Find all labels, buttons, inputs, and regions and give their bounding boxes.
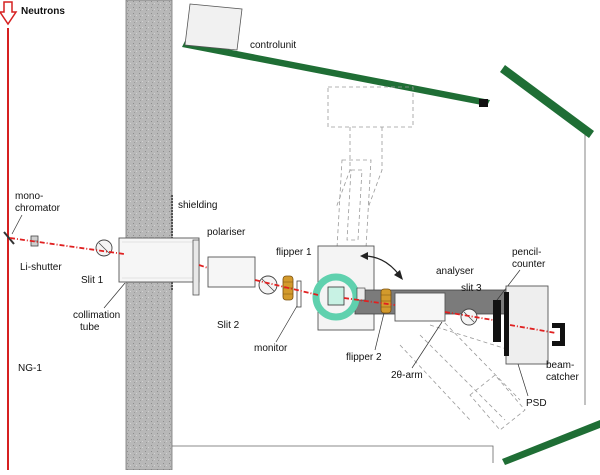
polariser [207,256,256,288]
control-unit [184,3,243,51]
psd-leader [517,363,529,397]
neutrons-label: Neutrons [21,6,65,17]
shielding-wall [125,0,173,471]
collimation-leader [103,282,126,309]
monochromator-label-1: mono- [15,191,43,202]
collimation-tube [118,237,200,283]
monitor-leader [275,305,298,343]
monochromator [3,231,15,245]
psd-label: PSD [526,398,547,409]
pencil-counter-leader [496,269,521,301]
room-outline [172,445,494,463]
two-theta-leader [411,321,443,369]
ng1-label: NG-1 [18,363,42,374]
beam-catcher [552,323,565,346]
collimation-label-2: tube [80,322,100,333]
analyser-label: analyser [436,266,474,277]
flipper1-label: flipper 1 [276,247,312,258]
pencil-counter-label-2: counter [512,259,546,270]
li-shutter-label: Li-shutter [20,262,62,273]
control-unit-label: controlunit [250,40,296,51]
sample-ring [312,273,360,321]
beam-catcher-label-1: beam- [546,360,574,371]
analyser [394,292,446,322]
enclosure-wall-top [182,41,490,106]
collimation-label-1: collimation [73,310,120,321]
shielding-label: shielding [178,200,217,211]
flipper2-leader [374,312,385,351]
monitor-label: monitor [254,343,288,354]
monochromator-leader [11,214,23,235]
slit2-label: Slit 2 [217,320,240,331]
enclosure-wall-end [479,99,488,107]
enclosure-wall-right [500,65,594,138]
beam-catcher-label-2: catcher [546,372,579,383]
flipper2-label: flipper 2 [346,352,382,363]
dashed-arm-positions [327,86,549,431]
monochromator-label-2: chromator [15,203,61,214]
pencil-counter [493,300,501,342]
pencil-counter-label-1: pencil- [512,247,541,258]
monitor [296,280,302,308]
slit1-label: Slit 1 [81,275,104,286]
two-theta-arm-label: 2θ-arm [391,370,423,381]
polariser-label: polariser [207,227,246,238]
neutron-arrow-icon [0,1,18,26]
slit3-label: slit 3 [461,283,482,294]
enclosure-wall-bottom [502,420,600,465]
beam-path [9,237,557,334]
